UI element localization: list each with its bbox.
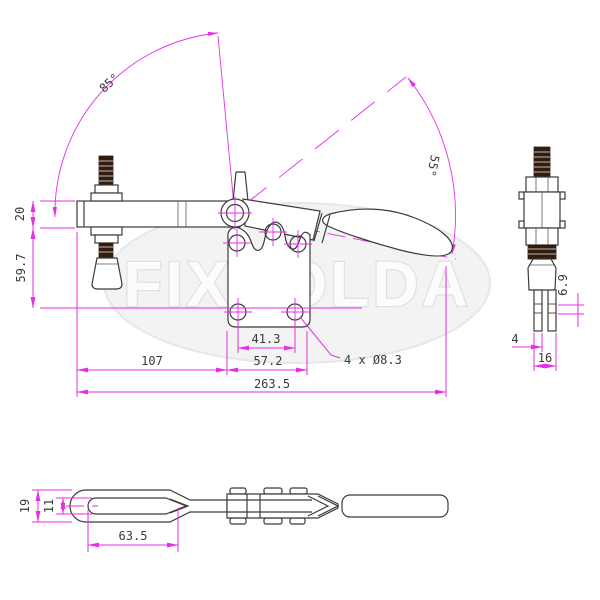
roller-tab-top1 xyxy=(229,487,247,495)
plate-detail-lines xyxy=(227,494,312,518)
dim-label-overall-length: 263.5 xyxy=(254,377,290,391)
handle-assembly xyxy=(242,198,453,257)
hole-centerlines xyxy=(218,196,312,326)
roller-tab-top2 xyxy=(263,487,283,495)
side-lock-nut xyxy=(527,244,557,260)
spindle-assembly xyxy=(90,155,123,290)
roller-tab-top3 xyxy=(289,487,308,495)
front-dimensions: 20 59.7 107 57.2 263.5 41.3 4 x Ø8.3 85°… xyxy=(13,71,447,397)
roller-tab-bottom3 xyxy=(289,517,306,525)
dim-label-hole-spacing: 41.3 xyxy=(252,332,281,346)
dim-label-open-angle: 85° xyxy=(97,71,122,96)
dim-label-fork-width: 16 xyxy=(538,351,552,365)
dim-label-tip-gap: 6.9 xyxy=(556,274,570,296)
pivot-boss-rib xyxy=(232,171,249,202)
slot-chevron xyxy=(169,498,190,514)
dim-label-bar-width: 19 xyxy=(18,499,32,513)
angle-leg-line xyxy=(242,76,407,207)
base-plate xyxy=(227,221,311,328)
bar-body xyxy=(76,200,241,228)
arc-85-degrees xyxy=(52,31,219,218)
side-ear-tl xyxy=(518,191,525,200)
lower-nut-bottom xyxy=(94,234,119,244)
side-lock-nut-lines xyxy=(528,248,556,255)
front-view: 20 59.7 107 57.2 263.5 41.3 4 x Ø8.3 85°… xyxy=(13,31,457,397)
side-thread-lines xyxy=(534,151,550,173)
side-nut-facets-top xyxy=(535,177,549,192)
side-prong-marks xyxy=(534,303,556,314)
dim-label-mounting-holes: 4 x Ø8.3 xyxy=(344,353,402,367)
bottom-bar-slot xyxy=(87,497,188,515)
side-fork-prong-left xyxy=(533,289,543,332)
upper-nut-flange xyxy=(90,192,123,202)
side-ear-bl xyxy=(518,220,525,229)
thread-lines-upper xyxy=(99,160,113,182)
dim-label-handle-angle: 55° xyxy=(424,154,442,178)
spindle-thread-lower xyxy=(98,242,114,259)
clamp-bar xyxy=(76,171,249,228)
side-ear-br xyxy=(559,220,566,229)
bottom-handle-grip xyxy=(341,494,449,518)
bottom-view: 19 11 63.5 xyxy=(18,487,449,552)
dim-label-hole-offset: 107 xyxy=(141,354,163,368)
bottom-dimensions: 19 11 63.5 xyxy=(18,489,179,552)
mounting-base xyxy=(218,196,312,328)
lower-nut-flange xyxy=(90,226,123,236)
side-hex-nut-bottom xyxy=(525,227,559,246)
side-fork-prong-right xyxy=(547,289,557,332)
dim-label-plate-thickness: 4 xyxy=(511,332,518,346)
rubber-tip xyxy=(91,257,123,290)
side-view: 6.9 4 16 xyxy=(511,146,584,371)
dim-label-slot-length: 63.5 xyxy=(119,529,148,543)
side-rubber-tip xyxy=(527,258,557,291)
upper-nut-top xyxy=(94,184,119,194)
leader-mounting-holes xyxy=(299,316,341,359)
side-ear-tr xyxy=(559,191,566,200)
side-nut-facets-bottom xyxy=(535,228,549,245)
thread-lines-lower xyxy=(99,246,113,253)
plate-end-chevrons xyxy=(307,495,340,517)
dim-label-slot-width: 11 xyxy=(42,499,56,513)
side-hex-nut-top xyxy=(525,176,559,193)
grip-joint-line1 xyxy=(313,212,323,242)
dim-label-bar-height: 20 xyxy=(13,207,27,221)
side-dimensions: 6.9 4 16 xyxy=(511,274,584,371)
grip-joint-line2 xyxy=(321,214,331,244)
dim-label-base-width: 57.2 xyxy=(254,354,283,368)
roller-tab-bottom1 xyxy=(229,517,247,525)
dim-label-base-height: 59.7 xyxy=(14,254,28,283)
open-position-line xyxy=(217,35,235,207)
arc-55-degrees xyxy=(407,77,456,255)
roller-tab-bottom2 xyxy=(263,517,283,525)
